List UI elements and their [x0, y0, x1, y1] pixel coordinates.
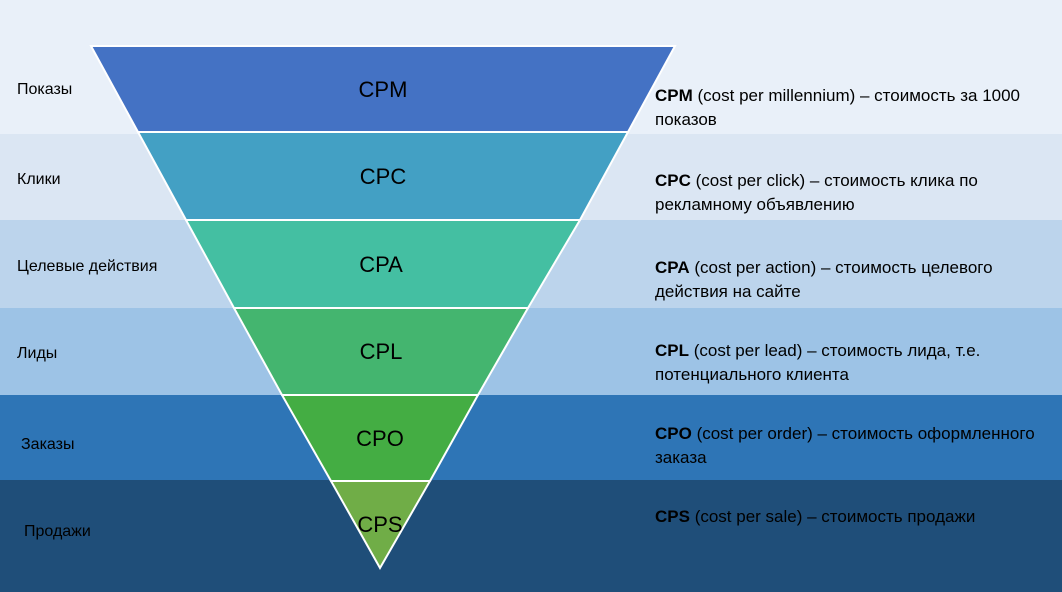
description-abbr-cpl: CPL — [655, 341, 689, 360]
stage-label-leads: Лиды — [17, 345, 58, 362]
description-cpm: CPM (cost per millennium) – стоимость за… — [655, 84, 1060, 132]
description-text-cps: (cost per sale) – стоимость продажи — [689, 507, 976, 526]
stage-label-actions: Целевые действия — [17, 258, 158, 275]
description-text-cpc: (cost per click) – стоимость клика по ре… — [655, 171, 978, 214]
band-orders — [0, 395, 1062, 480]
funnel-segment-cpa: CPA — [184, 219, 582, 309]
stage-label-sales: Продажи — [24, 523, 91, 540]
funnel-segment-cpo: CPO — [280, 394, 480, 482]
description-abbr-cps: CPS — [655, 507, 690, 526]
stage-label-orders: Заказы — [21, 436, 75, 453]
description-abbr-cpo: CPO — [655, 424, 692, 443]
description-text-cpm: (cost per millennium) – стоимость за 100… — [655, 86, 1021, 129]
segment-label-cpl: CPL — [360, 339, 403, 364]
description-abbr-cpm: CPM — [655, 86, 693, 105]
funnel-segment-cps: CPS — [329, 480, 432, 571]
stage-label-clicks: Клики — [17, 171, 61, 188]
funnel-segment-cpl: CPL — [232, 307, 530, 396]
funnel-segment-cpm: CPM — [89, 45, 677, 133]
segment-label-cpo: CPO — [356, 426, 404, 451]
description-cpl: CPL (cost per lead) – стоимость лида, т.… — [655, 339, 1060, 387]
band-sales — [0, 480, 1062, 592]
segment-label-cps: CPS — [357, 512, 402, 537]
description-cpo: CPO (cost per order) – стоимость оформле… — [655, 422, 1060, 470]
band-leads — [0, 308, 1062, 395]
segment-label-cpm: CPM — [359, 77, 408, 102]
description-abbr-cpc: CPC — [655, 171, 691, 190]
funnel-segment-cpc: CPC — [136, 131, 630, 221]
description-cpa: CPA (cost per action) – стоимость целево… — [655, 256, 1060, 304]
segment-label-cpa: CPA — [359, 252, 403, 277]
description-text-cpa: (cost per action) – стоимость целевого д… — [655, 258, 993, 301]
description-abbr-cpa: CPA — [655, 258, 690, 277]
stage-label-shows: Показы — [17, 81, 73, 98]
description-text-cpl: (cost per lead) – стоимость лида, т.е. п… — [655, 341, 981, 384]
description-text-cpo: (cost per order) – стоимость оформленног… — [655, 424, 1035, 467]
segment-label-cpc: CPC — [360, 164, 407, 189]
description-cps: CPS (cost per sale) – стоимость продажи — [655, 505, 1060, 529]
description-cpc: CPC (cost per click) – стоимость клика п… — [655, 169, 1060, 217]
